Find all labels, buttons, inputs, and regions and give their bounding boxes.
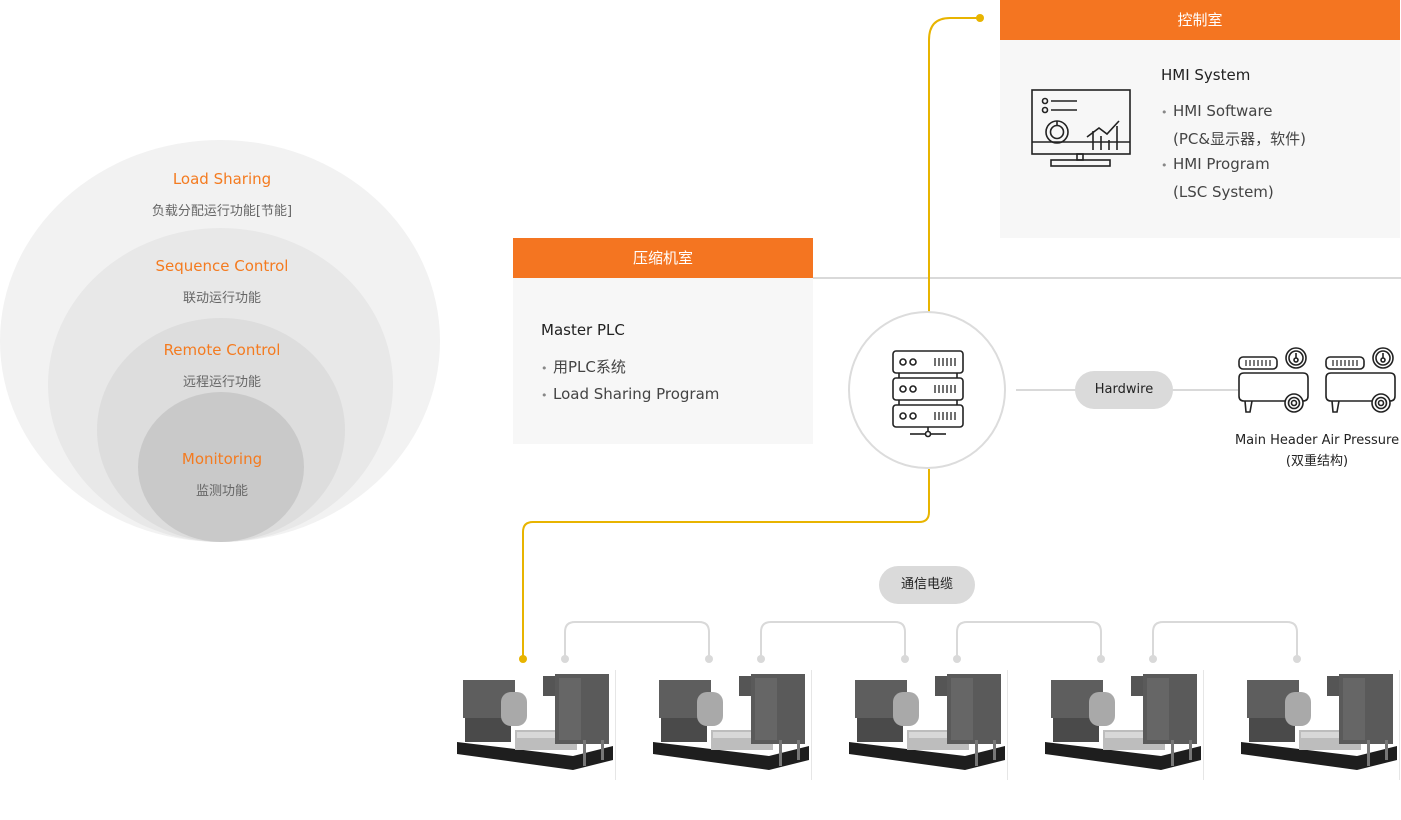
level-title: Sequence Control bbox=[155, 257, 289, 275]
hardwire-label: Hardwire bbox=[1075, 371, 1173, 409]
control-line-top bbox=[928, 17, 980, 312]
bullet-dot: • bbox=[541, 389, 548, 402]
compressor-unit bbox=[455, 670, 615, 780]
hmi-item-line1: HMI Software bbox=[1173, 102, 1273, 120]
bullet-dot: • bbox=[1161, 106, 1168, 119]
compressor-unit bbox=[1239, 670, 1399, 780]
master-plc-node bbox=[848, 311, 1006, 469]
master-plc-title: Master PLC bbox=[541, 321, 625, 339]
hmi-item-line2: (LSC System) bbox=[1173, 183, 1274, 201]
unit-separator bbox=[1399, 670, 1400, 780]
sensor-caption-line2: (双重结构) bbox=[1285, 454, 1349, 469]
comm-cable-arc bbox=[956, 621, 1102, 658]
unit-separator bbox=[615, 670, 616, 780]
cable-port-dot bbox=[1097, 655, 1105, 663]
comm-cable-label: 通信电缆 bbox=[879, 566, 975, 604]
cable-port-dot bbox=[901, 655, 909, 663]
level-title: Load Sharing bbox=[172, 170, 272, 188]
level-title: Monitoring bbox=[181, 450, 263, 468]
cable-port-dot bbox=[705, 655, 713, 663]
hmi-item-line2: (PC&显示器，软件) bbox=[1173, 130, 1306, 148]
bullet-dot: • bbox=[541, 362, 548, 375]
plc-item: • 用PLC系统 bbox=[541, 354, 626, 382]
unit-separator bbox=[1203, 670, 1204, 780]
control-line-endpoint bbox=[976, 14, 984, 22]
plc-item-label: Load Sharing Program bbox=[553, 385, 720, 403]
compressor-unit bbox=[651, 670, 811, 780]
cable-port-dot bbox=[953, 655, 961, 663]
control-line-bottom bbox=[522, 469, 930, 659]
level-subtitle: 联动运行功能 bbox=[182, 291, 261, 306]
level-ellipse-monitoring bbox=[138, 392, 304, 542]
compressor-unit bbox=[1043, 670, 1203, 780]
comm-cable-arc bbox=[1152, 621, 1298, 658]
unit-separator bbox=[811, 670, 812, 780]
hmi-item: • HMI Software (PC&显示器，软件) bbox=[1161, 98, 1306, 152]
level-title: Remote Control bbox=[163, 341, 281, 359]
sensor-caption-line1: Main Header Air Pressure bbox=[1234, 433, 1400, 448]
plc-item: • Load Sharing Program bbox=[541, 381, 719, 409]
hmi-item-line1: HMI Program bbox=[1173, 155, 1270, 173]
bullet-dot: • bbox=[1161, 159, 1168, 172]
compressor-room-panel bbox=[513, 278, 813, 444]
level-subtitle: 远程运行功能 bbox=[182, 375, 261, 390]
air-compressor-icon bbox=[1323, 346, 1399, 420]
cable-port-dot bbox=[757, 655, 765, 663]
server-rack-icon bbox=[891, 349, 965, 439]
hmi-item: • HMI Program (LSC System) bbox=[1161, 151, 1274, 205]
comm-cable-arc bbox=[564, 621, 710, 658]
cable-port-dot bbox=[561, 655, 569, 663]
control-line-endpoint bbox=[519, 655, 527, 663]
compressor-unit bbox=[847, 670, 1007, 780]
level-subtitle: 负载分配运行功能[节能] bbox=[151, 204, 293, 219]
sensor-caption: Main Header Air Pressure (双重结构) bbox=[1226, 430, 1401, 472]
cable-port-dot bbox=[1149, 655, 1157, 663]
unit-separator bbox=[1007, 670, 1008, 780]
control-room-header: 控制室 bbox=[1000, 0, 1400, 40]
monitor-dashboard-icon bbox=[1030, 88, 1134, 180]
air-compressor-icon bbox=[1236, 346, 1312, 420]
level-subtitle: 监测功能 bbox=[195, 484, 248, 499]
comm-cable-arc bbox=[760, 621, 906, 658]
hmi-system-title: HMI System bbox=[1161, 66, 1251, 84]
plc-item-label: 用PLC系统 bbox=[553, 358, 626, 376]
cable-port-dot bbox=[1293, 655, 1301, 663]
control-room-panel bbox=[1000, 40, 1400, 238]
compressor-room-header: 压缩机室 bbox=[513, 238, 813, 278]
